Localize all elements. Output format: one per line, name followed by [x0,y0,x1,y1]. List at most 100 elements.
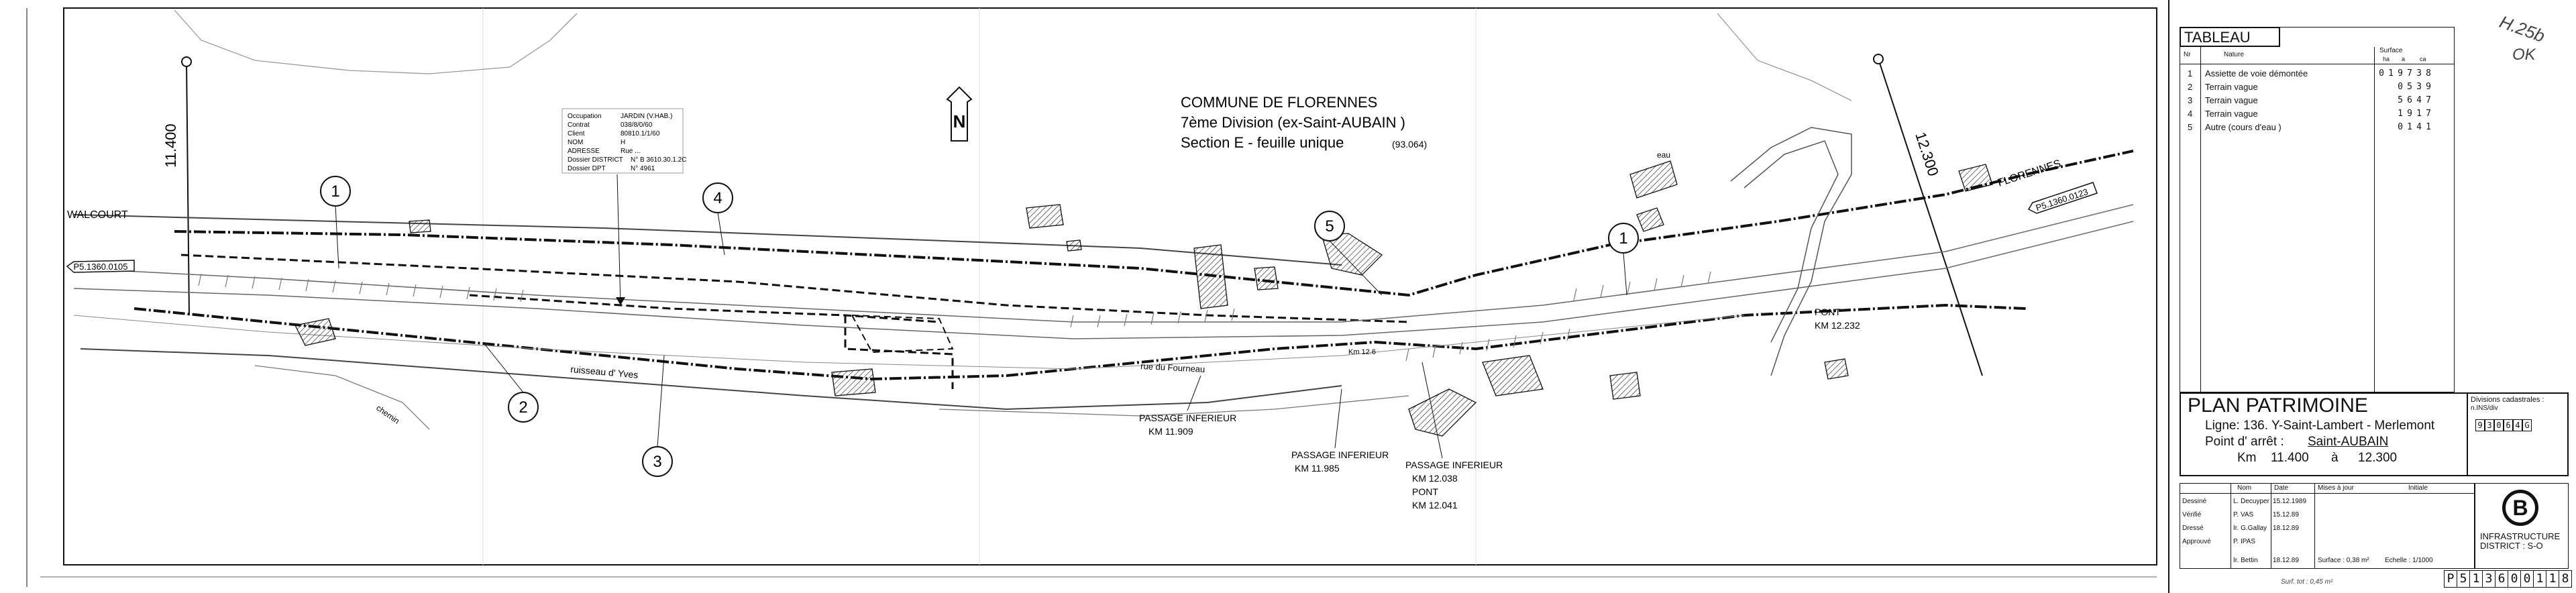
plan-point-value: Saint-AUBAIN [2308,435,2389,449]
ps-marker-right [2027,182,2098,214]
passage1-title: PASSAGE INFERIEUR [1139,413,1236,423]
building-group [294,160,1993,437]
parcel-leader-line [482,341,524,393]
parcel-leader-line [1329,240,1383,296]
pont-right-km: KM 12.232 [1815,320,1860,331]
parcel-4-label: 4 [713,189,722,207]
road-south [938,395,1409,417]
pont-right-title: PONT [1815,307,1841,317]
embankment-hatching [198,271,1711,362]
parcel-3-label: 3 [653,453,661,471]
building [1958,164,1993,192]
building [831,368,876,396]
platform-outline [851,314,954,354]
svg-text:Rue ...: Rue ... [621,148,640,155]
building [1609,372,1641,400]
parcel-leader-line [657,355,665,447]
svg-text:JARDIN (V.HAB.): JARDIN (V.HAB.) [621,113,672,120]
label-eau: eau [1657,150,1670,160]
road-walcourt [73,214,1342,266]
divisions-title: Divisions cadastrales : [2471,396,2544,404]
svg-text:Client: Client [568,130,585,138]
parcel-leader-line [335,205,339,269]
building [1254,266,1279,290]
division-digit: 0 [2494,419,2504,431]
building [409,219,431,233]
parcel-leader-line [717,212,725,256]
axis-marker-left-dot [181,56,192,67]
track-line [73,221,2134,339]
svg-text:Dossier DPT: Dossier DPT [568,165,606,172]
infrastructure-line2: DISTRICT : S-O [2480,541,2543,551]
track-line [73,204,2134,323]
parcel-boundary-mid-2 [469,294,940,323]
north-arrow-icon [946,86,973,142]
stream-line [80,348,1342,411]
title-panel: TABLEAU RESUME Nr Nature Surface ha a ca… [2163,0,2576,593]
tableau-sub-a: a [2402,56,2406,62]
plan-km-a: à [2331,451,2339,465]
infrastructure-line1: INFRASTRUCTURE [2480,531,2561,541]
divisions-box [2467,392,2569,476]
division-digit: 9 [2475,419,2485,431]
boundary-top [174,9,578,74]
building [1636,207,1664,232]
tableau-col-rule [2200,47,2201,392]
parcel-boundary-mid [180,254,1409,323]
building [1482,355,1544,396]
commune-section: Section E - feuille unique [1181,134,1344,151]
commune-code: (93.064) [1392,139,1427,150]
axis-marker-right-label: 12.300 [1912,130,1942,178]
svg-text:H: H [621,139,625,146]
sig-header-name: Nom [2237,484,2252,492]
stamp-leader-line [616,174,621,306]
passage1-km: KM 11.909 [1148,426,1193,437]
building [1193,244,1228,309]
building [1629,160,1678,199]
tableau-col-surface: Surface [2379,47,2403,54]
axis-marker-left-line [186,61,190,316]
plan-km-to: 12.300 [2358,451,2398,465]
label-florennes: FLORENNES [1996,158,2062,188]
parcel-boundary-south [133,303,2027,381]
north-label: N [953,111,966,131]
axis-marker-right-dot [1873,54,1884,64]
building [294,318,336,346]
tableau-col-nature: Nature [2224,51,2245,58]
tableau-sub-ha: ha [2383,56,2390,62]
sig-surface: Surface : 0,38 m² [2318,557,2369,564]
sig-echelle: Echelle : 1/1000 [2385,557,2433,564]
building [1066,239,1082,252]
map-frame [63,7,2157,565]
arrow-icon [616,297,625,305]
passage2-leader [1334,388,1342,449]
sig-rule [2314,483,2315,569]
plan-km-label: Km [2237,451,2257,465]
chemin-line [254,365,430,430]
cadastral-map: 11.400 12.300 [26,7,2157,587]
handwritten-note-1: H.25b [2497,11,2548,46]
plan-km-from: 11.400 [2271,451,2309,465]
division-digit: 3 [2485,419,2494,431]
handwritten-note-2: OK [2512,46,2536,64]
plan-title: PLAN PATRIMOINE [2188,394,2368,417]
parcel-5-label: 5 [1325,217,1334,235]
passage2-title: PASSAGE INFERIEUR [1291,449,1389,460]
curved-road-inner [1743,140,1839,343]
tableau-title: TABLEAU RESUME [2180,27,2280,47]
sig-header-updates: Mises à jour [2318,484,2354,492]
passage3-pont: PONT [1412,486,1438,497]
tableau-sub-ca: ca [2420,56,2426,62]
boundary-top-right [1717,13,1852,101]
svg-text:Contrat: Contrat [568,121,590,129]
label-walcourt: WALCOURT [67,209,128,221]
parcel-boundary-north [174,150,2134,297]
svg-text:Dossier DISTRICT: Dossier DISTRICT [568,156,623,164]
svg-text:N° B 3610.30.1.2C: N° B 3610.30.1.2C [631,156,687,164]
svg-text:038/8/0/60: 038/8/0/60 [621,121,653,129]
plan-point-label: Point d' arrêt : [2205,435,2284,449]
label-chemin: chemin [374,403,401,426]
ps-marker-left [66,260,135,273]
sig-header-date: Date [2274,484,2289,492]
passage3-leader [1421,362,1443,459]
